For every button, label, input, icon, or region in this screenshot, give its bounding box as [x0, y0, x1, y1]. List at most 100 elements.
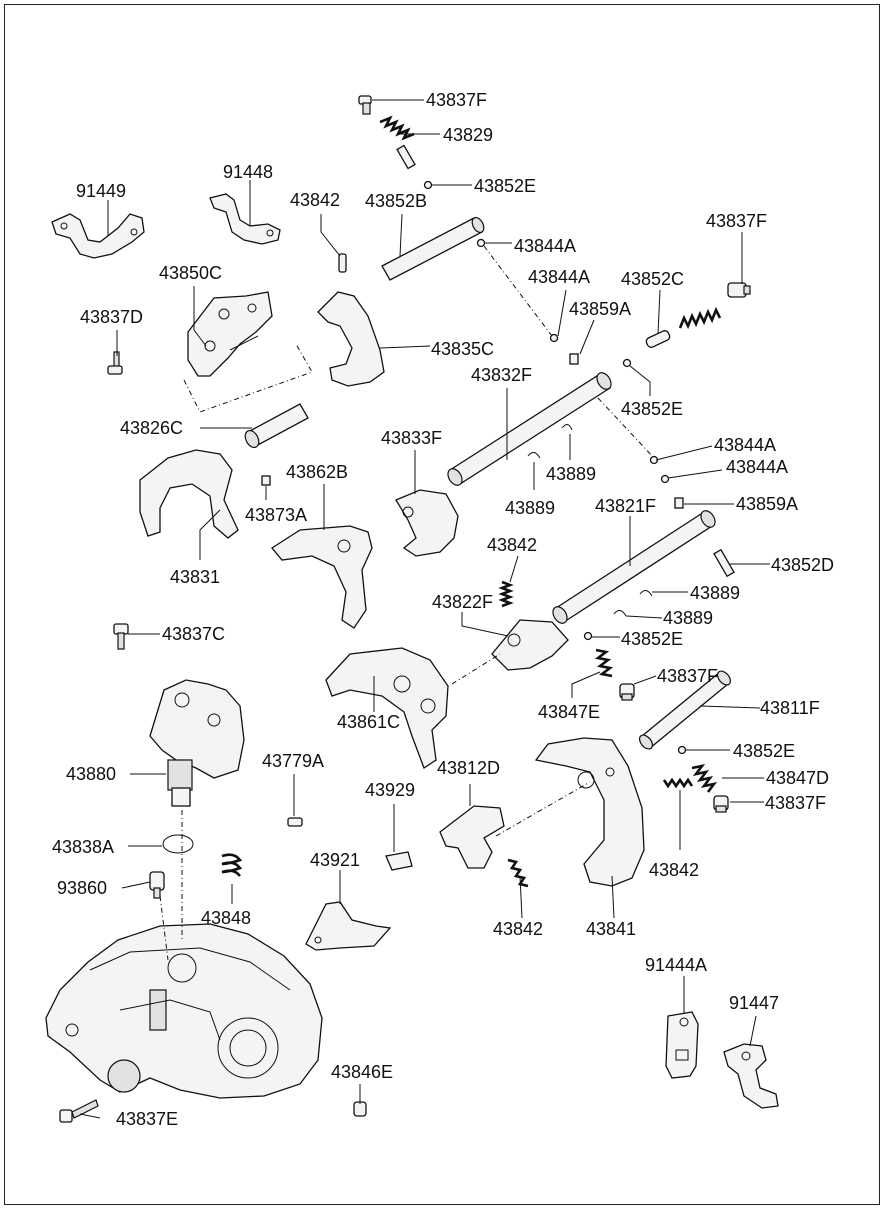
- pin-43826c: [244, 403, 309, 449]
- pin-43829: [396, 144, 416, 170]
- leader-dash: [597, 397, 655, 459]
- label-43837f-mid: 43837F: [657, 666, 718, 686]
- label-43842-mid: 43842: [487, 535, 537, 555]
- ball-43852e-3: [583, 631, 593, 641]
- label-43889-2: 43889: [505, 498, 555, 518]
- shaft-43852b: [381, 216, 485, 281]
- label-43852d: 43852D: [771, 555, 834, 575]
- clip-43889-4: [613, 610, 627, 617]
- label-91449: 91449: [76, 181, 126, 201]
- spring-43829: [379, 115, 415, 141]
- oring-43838a: [162, 834, 194, 854]
- leader-dash: [451, 653, 501, 685]
- ball-43844a-2: [549, 333, 559, 343]
- plate-91444a-hole: [679, 1017, 689, 1027]
- fork-43862b: [271, 525, 373, 629]
- label-43832f: 43832F: [471, 365, 532, 385]
- label-43889-1: 43889: [546, 464, 596, 484]
- plate-43841-hole: [605, 767, 615, 777]
- label-43841: 43841: [586, 919, 636, 939]
- fork-43835c: [317, 291, 385, 387]
- label-43812d: 43812D: [437, 758, 500, 778]
- bracket-91448: [209, 193, 281, 245]
- lever-43812d: [439, 805, 505, 869]
- label-43837f-right: 43837F: [706, 211, 767, 231]
- spring-43842-lower: [507, 858, 529, 888]
- label-43811f: 43811F: [760, 698, 820, 718]
- fork-43861c: [325, 647, 449, 769]
- label-43844a-1: 43844A: [514, 236, 576, 256]
- bolt-43837f-top: [358, 95, 372, 115]
- label-43859a-1: 43859A: [569, 299, 631, 319]
- spring-right-upper: [678, 306, 722, 330]
- label-43829: 43829: [443, 125, 493, 145]
- label-43847e: 43847E: [538, 702, 600, 722]
- clip-43889-1: [561, 424, 573, 431]
- bolt-43837e: [59, 1099, 99, 1123]
- label-43842-right: 43842: [649, 860, 699, 880]
- sensor-93860: [149, 871, 165, 899]
- leader-lines: [79, 99, 770, 1119]
- bolt-43837c: [113, 623, 129, 650]
- shaft-43811f: [638, 670, 732, 750]
- fork-43862b-hole: [337, 539, 351, 553]
- pin-43859a-1: [569, 353, 579, 365]
- plate-43841-hole: [577, 771, 595, 789]
- label-43822f: 43822F: [432, 592, 493, 612]
- label-93860: 93860: [57, 878, 107, 898]
- leader-dash: [483, 245, 553, 337]
- label-43852b: 43852B: [365, 191, 427, 211]
- label-43862b: 43862B: [286, 462, 348, 482]
- leader-dash: [159, 895, 169, 961]
- spring-43847e: [594, 648, 614, 678]
- label-43837e: 43837E: [116, 1109, 178, 1129]
- spring-43842-mid: [498, 580, 514, 608]
- clip-43889-3: [639, 590, 653, 597]
- lever-43822f-hole: [507, 633, 521, 647]
- label-91444a: 91444A: [645, 955, 707, 975]
- cap-43846e: [353, 1101, 367, 1117]
- shaft-43821f: [552, 510, 716, 624]
- bracket-43921-hole: [314, 936, 322, 944]
- label-43852c: 43852C: [621, 269, 684, 289]
- spring-43848: [221, 853, 243, 877]
- clip-43929: [385, 851, 413, 871]
- label-43844a-2: 43844A: [528, 267, 590, 287]
- spring-43842-right: [662, 777, 694, 789]
- bracket-43921: [305, 901, 392, 951]
- lever-43822f: [491, 619, 569, 671]
- label-43889-3: 43889: [690, 583, 740, 603]
- label-43846e: 43846E: [331, 1062, 393, 1082]
- label-43842-top: 43842: [290, 190, 340, 210]
- bolt-43837f-mid: [619, 683, 635, 701]
- bracket-91449-hole: [130, 228, 138, 236]
- pin-43859a-2: [674, 497, 684, 509]
- bracket-91449-hole: [60, 222, 68, 230]
- label-43889-4: 43889: [663, 608, 713, 628]
- label-43821f: 43821F: [595, 496, 656, 516]
- label-43873a: 43873A: [245, 505, 307, 525]
- bolt-43837d: [107, 351, 123, 375]
- pin-43852d: [713, 548, 735, 578]
- bracket-91448-hole: [266, 229, 274, 237]
- part-labels: 43837F 43829 43852E 91448 91449 43842 43…: [52, 90, 834, 1129]
- bolt-43837f-right: [727, 282, 751, 298]
- label-43852e-3: 43852E: [621, 629, 683, 649]
- bracket-91447: [723, 1043, 779, 1109]
- selector-43880: [149, 679, 245, 807]
- spring-43847d: [691, 764, 718, 793]
- pin-43779a: [287, 817, 303, 827]
- label-43852e-2: 43852E: [621, 399, 683, 419]
- ball-43852e-4: [677, 745, 687, 755]
- leader-dash: [495, 781, 591, 837]
- label-43880: 43880: [66, 764, 116, 784]
- ball-43844a-4: [660, 474, 670, 484]
- lug-43833f-hole: [402, 506, 414, 518]
- lug-43833f: [395, 489, 459, 557]
- label-43861c: 43861C: [337, 712, 400, 732]
- label-43859a-2: 43859A: [736, 494, 798, 514]
- label-43835c: 43835C: [431, 339, 494, 359]
- bracket-91447-hole: [741, 1051, 751, 1061]
- label-91448: 91448: [223, 162, 273, 182]
